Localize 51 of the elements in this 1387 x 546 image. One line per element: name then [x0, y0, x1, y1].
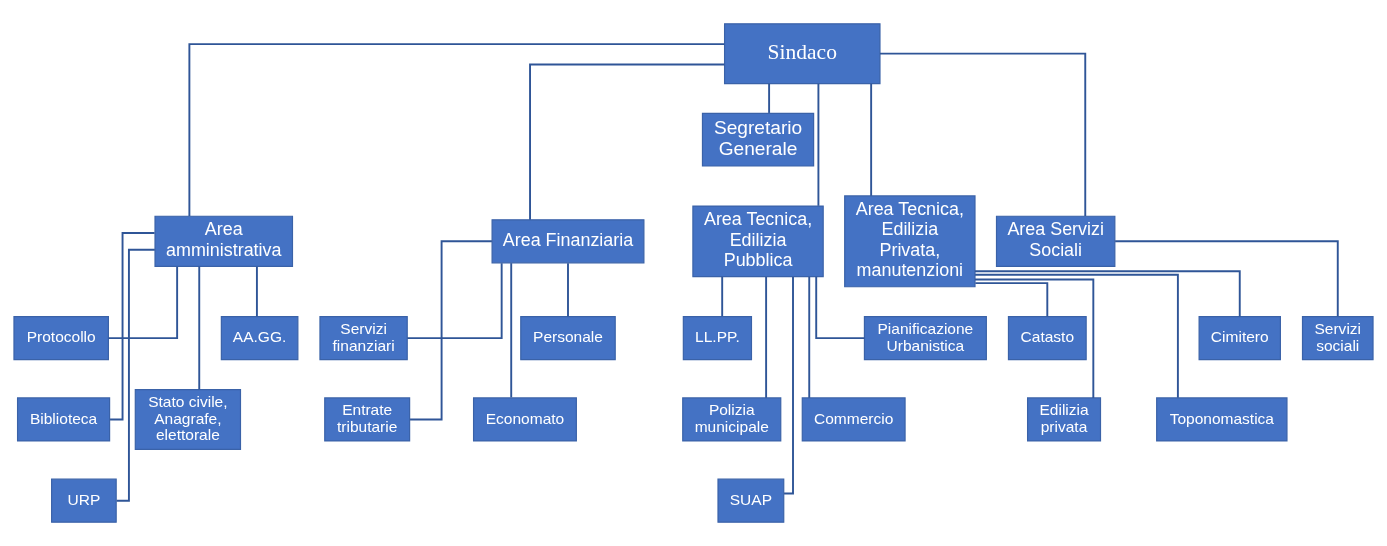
node-box: Cimitero	[1198, 316, 1281, 361]
node-box: Toponomastica	[1156, 397, 1288, 442]
connector	[974, 270, 1241, 318]
node-box: Catasto	[1007, 316, 1087, 361]
connector	[765, 275, 768, 399]
node-box: Commercio	[801, 397, 906, 442]
node-box: Entrate tributarie	[324, 397, 411, 442]
connector	[510, 262, 513, 399]
connector	[817, 82, 820, 207]
node-box: Segretario Generale	[701, 112, 815, 167]
connector	[815, 275, 866, 340]
connector	[115, 248, 156, 502]
connector	[974, 282, 1049, 318]
connector	[768, 82, 771, 114]
connector	[107, 265, 179, 340]
node-box: Polizia municipale	[682, 397, 782, 442]
connector	[409, 240, 493, 421]
connector	[808, 275, 811, 399]
node-box: Servizi sociali	[1301, 316, 1374, 361]
node-box: Area Tecnica, Edilizia Privata, manutenzioni	[844, 195, 976, 288]
node-box: Pianificazione Urbanistica	[863, 316, 987, 361]
connector	[721, 275, 724, 318]
node-box: URP	[51, 478, 117, 523]
node-box: Edilizia privata	[1027, 397, 1102, 442]
node-box: Area amministrativa	[154, 215, 294, 268]
connector	[1114, 240, 1339, 318]
node-box: Protocollo	[13, 316, 109, 361]
connector	[870, 82, 873, 197]
node-box: SUAP	[717, 478, 785, 523]
connector	[974, 278, 1095, 399]
node-box: Area Tecnica, Edilizia Pubblica	[692, 205, 824, 278]
connector	[879, 52, 1087, 217]
node-box: LL.PP.	[682, 316, 753, 361]
connector	[974, 273, 1179, 399]
node-box: Sindaco	[724, 23, 881, 85]
connector	[783, 275, 794, 495]
connector	[198, 265, 201, 391]
node-box: Area Servizi Sociali	[995, 215, 1116, 268]
node-box: Servizi finanziari	[319, 316, 408, 361]
connector	[567, 262, 569, 318]
node-box: Area Finanziaria	[491, 219, 645, 264]
node-box: AA.GG.	[220, 316, 299, 361]
connector	[255, 265, 258, 318]
node-box: Economato	[472, 397, 577, 442]
connector	[529, 63, 726, 221]
connector	[188, 43, 726, 217]
node-box: Biblioteca	[16, 397, 111, 442]
node-box: Personale	[520, 316, 616, 361]
connector	[109, 232, 156, 421]
connector	[406, 262, 503, 340]
node-box: Stato civile, Anagrafe, elettorale	[134, 388, 242, 450]
